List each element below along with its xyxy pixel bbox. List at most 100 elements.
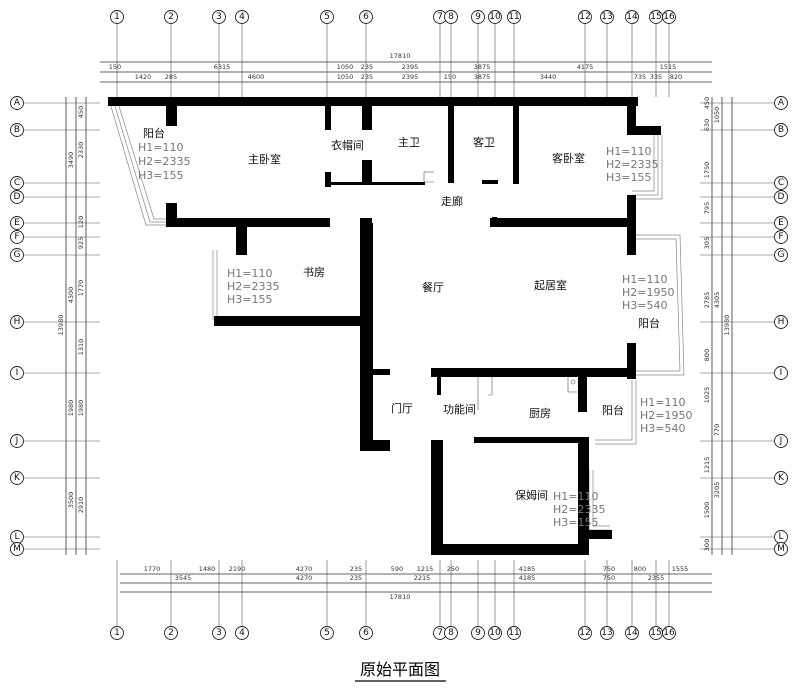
grid-row-label: D	[14, 192, 21, 202]
grid-row-bubble	[10, 230, 24, 244]
room-guest-bedroom: 客卧室	[552, 151, 585, 165]
grid-row-bubble	[10, 471, 24, 485]
grid-row-bubble	[774, 434, 788, 448]
room-master-bath: 主卫	[398, 136, 420, 149]
dim-right2-10: 1500	[703, 502, 711, 519]
dim-bot2-3: 235	[350, 574, 362, 582]
height-kitchen-h2: H2=1950	[640, 409, 692, 422]
grid-row-bubble	[774, 176, 788, 190]
room-dining: 餐厅	[422, 280, 444, 294]
drawing-title: 原始平面图	[360, 660, 440, 679]
grid-col-bubble	[662, 10, 676, 24]
grid-col-bubble	[578, 10, 592, 24]
grid-row-bubble	[774, 315, 788, 329]
grid-col-label: 2	[168, 628, 174, 638]
grid-row-bubble	[774, 366, 788, 380]
height-nw-h3: H3=155	[138, 169, 183, 182]
grid-row-label: E	[778, 218, 784, 228]
height-nw-h2: H2=2335	[138, 155, 190, 168]
dim-bot-10: 750	[603, 565, 615, 573]
grid-row-bubble	[774, 248, 788, 262]
grid-row-bubble	[10, 248, 24, 262]
room-living: 起居室	[534, 278, 567, 292]
grid-row-bubble	[774, 96, 788, 110]
grid-col-label: 16	[663, 12, 675, 22]
grid-col-bubble	[578, 626, 592, 640]
dim-right2-7: 800	[703, 349, 711, 361]
height-study-h1: H1=110	[227, 267, 272, 280]
dim-right-1: 1050	[713, 107, 721, 124]
walls	[108, 97, 661, 555]
dim-right2-9: 1215	[703, 457, 711, 474]
grid-row-label: H	[14, 317, 21, 327]
dim-top-6: 3875	[474, 63, 491, 71]
dim-left-3: 1980	[67, 400, 75, 417]
room-closet: 衣帽间	[331, 138, 364, 152]
dim-left2-6: 1310	[77, 339, 85, 356]
grid-col-label: 1	[114, 628, 120, 638]
room-guest-bath: 客卫	[473, 135, 495, 149]
dim-left2-1: 450	[77, 106, 85, 118]
dim-left-total: 13980	[57, 315, 65, 336]
room-study: 书房	[303, 266, 325, 279]
grid-col-label: 4	[239, 12, 245, 22]
left-dimensions: 13980 3490 4300 1980 3500 450 2330 120 9…	[57, 97, 87, 555]
grid-col-label: 3	[216, 12, 222, 22]
height-living-h3: H3=540	[622, 299, 667, 312]
grid-col-bubble	[164, 626, 178, 640]
grid-col-bubble	[359, 10, 373, 24]
height-maid-h1: H1=110	[553, 490, 598, 503]
grid-col-bubble	[235, 10, 249, 24]
grid-row-label: I	[780, 368, 783, 378]
grid-col-label: 6	[363, 628, 369, 638]
height-study-h2: H2=2335	[227, 280, 279, 293]
height-ne-h2: H2=2335	[606, 158, 658, 171]
grid-col-bubble	[164, 10, 178, 24]
grid-col-bubble	[662, 626, 676, 640]
room-corridor: 走廊	[441, 194, 463, 208]
balcony-outlines	[109, 102, 685, 531]
grid-col-label: 12	[579, 12, 590, 22]
grid-col-bubble	[212, 626, 226, 640]
dim-right-3: 770	[713, 424, 721, 436]
grid-row-label: L	[778, 532, 783, 542]
dim-right2-4: 795	[703, 202, 711, 214]
height-living-h1: H1=110	[622, 273, 667, 286]
grid-col-bubble	[235, 626, 249, 640]
grid-col-label: 3	[216, 628, 222, 638]
grid-col-bubble	[488, 10, 502, 24]
grid-row-bubble	[774, 216, 788, 230]
grid-row-bubble	[10, 123, 24, 137]
dim-bot2-5: 4185	[519, 574, 536, 582]
grid-row-label: C	[778, 178, 784, 188]
room-balcony-nw: 阳台	[143, 126, 165, 140]
grid-col-label: 9	[475, 628, 481, 638]
dim-left2-5: 1770	[77, 280, 85, 297]
grid-col-label: 15	[650, 628, 661, 638]
grid-row-bubble	[10, 366, 24, 380]
grid-row-label: F	[778, 232, 783, 242]
grid-row-label: K	[778, 473, 785, 483]
dim-bot2-4: 2215	[414, 574, 431, 582]
dim-bot-total: 17810	[390, 593, 411, 601]
dim-top2-10: 735	[634, 73, 646, 81]
grid-col-bubble	[212, 10, 226, 24]
dim-top-total: 17810	[390, 52, 411, 60]
room-utility: 功能间	[443, 402, 476, 416]
grid-col-label: 14	[626, 628, 638, 638]
dim-right-total: 13980	[723, 315, 731, 336]
grid-col-label: 2	[168, 12, 174, 22]
grid-row-label: M	[13, 544, 21, 554]
grid-col-bubble	[488, 626, 502, 640]
room-labels: 阳台 主卧室 衣帽间 主卫 客卫 客卧室 走廊 书房 餐厅 起居室 阳台 门厅 …	[143, 126, 660, 502]
grid-row-label: L	[14, 532, 19, 542]
dim-top2-12: 820	[670, 73, 682, 81]
grid-row-label: A	[14, 98, 21, 108]
grid-row-label: C	[14, 178, 20, 188]
grid-col-bubble	[625, 10, 639, 24]
dim-bot-8: 250	[447, 565, 459, 573]
dim-top2-3: 4600	[248, 73, 265, 81]
height-maid-h2: H2=2335	[553, 503, 605, 516]
dim-top2-5: 235	[361, 73, 373, 81]
dim-bot-12: 1555	[672, 565, 689, 573]
